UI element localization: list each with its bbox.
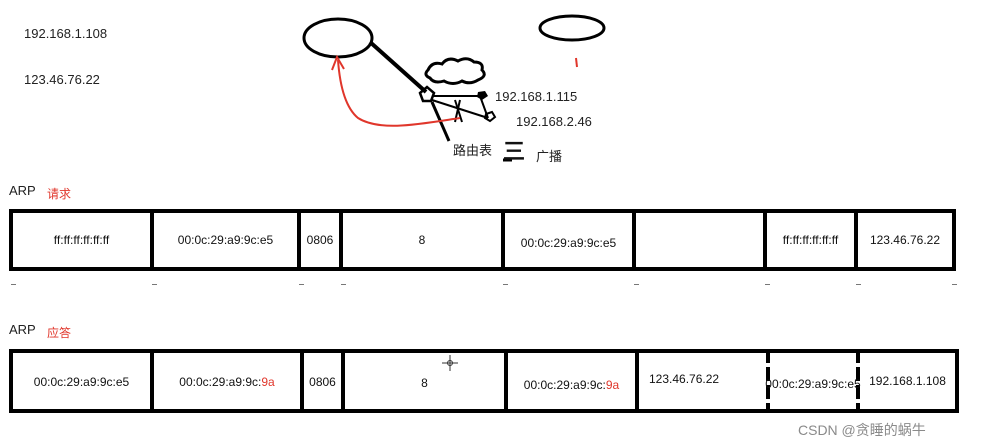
request-frame-type: 0806	[306, 233, 334, 247]
broadcast-label: 广播	[536, 149, 563, 164]
request-kind-label: 请求	[47, 187, 72, 201]
request-sender-ip	[636, 209, 763, 271]
cloud-shape	[424, 57, 486, 85]
ip-label-1: 192.168.1.108	[24, 26, 108, 41]
request-target-mac: ff:ff:ff:ff:ff:ff	[782, 233, 839, 247]
watermark: CSDN @贪睡的蜗牛	[798, 422, 926, 438]
reply-src-mac-prefix: 00:0c:29:a9:9c:	[179, 375, 262, 389]
network-sketch	[302, 14, 606, 162]
reply-packet-table: 00:0c:29:a9:9c:e5 00:0c:29:a9:9c:9a 0806…	[9, 349, 959, 413]
host-node-1	[477, 91, 488, 100]
reply-target-mac: 00:0c:29:a9:9c:e5	[765, 377, 861, 391]
right-ellipse	[538, 14, 606, 42]
request-protocol-label: ARP	[9, 183, 36, 198]
request-target-ip: 123.46.76.22	[869, 233, 941, 247]
reply-dest-mac: 00:0c:29:a9:9c:e5	[33, 375, 130, 389]
host-node-2	[483, 110, 497, 123]
reply-sender-mac: 00:0c:29:a9:9c:9a	[508, 349, 635, 413]
reply-kind-label: 应答	[47, 326, 72, 340]
equiv-symbol: 三	[503, 139, 526, 164]
reply-src-mac-suffix: 9a	[261, 375, 275, 389]
reply-src-mac: 00:0c:29:a9:9c:9a	[154, 349, 300, 413]
crosshair-cursor-icon	[442, 355, 458, 371]
request-sender-mac: 00:0c:29:a9:9c:e5	[520, 236, 617, 250]
host-ip-2: 192.168.2.46	[516, 114, 592, 129]
request-src-mac: 00:0c:29:a9:9c:e5	[177, 233, 274, 247]
request-packet-table: ff:ff:ff:ff:ff:ff 00:0c:29:a9:9c:e5 0806…	[9, 209, 956, 271]
reply-protocol-label: ARP	[9, 322, 36, 337]
link-router-host2	[431, 99, 489, 119]
red-curve	[337, 59, 461, 127]
red-tick	[575, 57, 578, 68]
red-arrowhead	[331, 54, 345, 71]
reply-frame-type: 0806	[309, 375, 336, 389]
reply-sender-ip: 123.46.76.22	[649, 372, 720, 386]
reply-sender-mac-prefix: 00:0c:29:a9:9c:	[523, 378, 606, 392]
host-ip-1: 192.168.1.115	[495, 89, 578, 104]
main-link	[368, 40, 428, 94]
left-ellipse	[302, 17, 374, 59]
ip-label-2: 123.46.76.22	[24, 72, 100, 87]
reply-sender-mac-suffix: 9a	[605, 378, 620, 392]
request-arp-header: 8	[418, 233, 426, 247]
request-dest-mac: ff:ff:ff:ff:ff:ff	[53, 233, 110, 247]
route-table-label: 路由表	[453, 143, 493, 158]
reply-arp-header: 8	[421, 376, 428, 390]
reply-target-ip: 192.168.1.108	[869, 374, 946, 388]
